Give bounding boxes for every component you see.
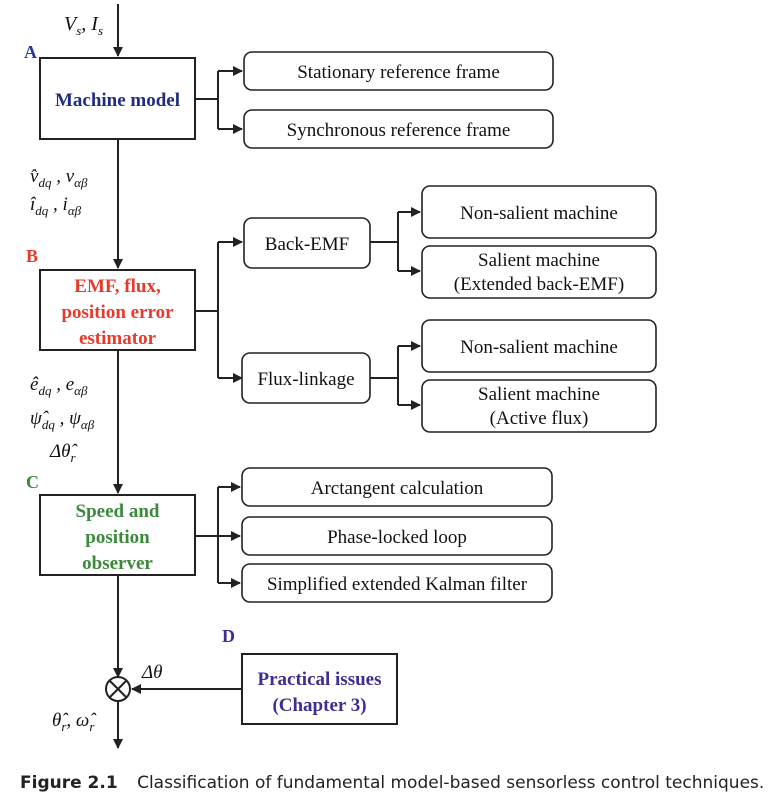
estimator-label-line-2: position error	[61, 302, 174, 323]
pll-box	[241, 516, 553, 556]
kalman-box	[241, 563, 553, 603]
flux-salient-label-line-2: (Active flux)	[490, 408, 589, 429]
estimator-label-line-3: estimator	[79, 328, 157, 349]
signal-e-estimate: êdq , eαβ	[30, 374, 88, 398]
kalman-label: Simplified extended Kalman filter	[267, 574, 528, 595]
figure-caption-label: Figure 2.1	[20, 773, 118, 793]
practical-issues-label-line-2: (Chapter 3)	[272, 695, 366, 716]
output-signal-label: θ̂r, ω̂r	[52, 710, 97, 734]
flux-salient-box	[421, 379, 657, 433]
flux-salient-label-line-1: Salient machine	[478, 384, 600, 405]
synchronous-frame-label: Synchronous reference frame	[287, 120, 511, 141]
block-c-branch-lines	[195, 482, 241, 588]
observer-box	[39, 494, 196, 576]
back-emf-box	[243, 217, 371, 269]
signal-v-estimate: v̂dq , vαβ	[30, 166, 88, 190]
signal-position-error: Δθ̂r	[49, 441, 78, 465]
arctangent-box	[241, 467, 553, 507]
main-flow-lines	[113, 4, 242, 749]
flux-non-salient-box	[421, 319, 657, 373]
estimator-box	[39, 269, 196, 351]
observer-label-line-3: observer	[82, 553, 153, 574]
machine-model-box	[39, 57, 196, 140]
flux-linkage-box	[241, 352, 371, 404]
stationary-frame-label: Stationary reference frame	[297, 62, 500, 83]
figure-caption: Figure 2.1 Classification of fundamental…	[20, 773, 764, 793]
back-emf-non-salient-label: Non-salient machine	[460, 203, 618, 224]
pll-label: Phase-locked loop	[327, 527, 467, 548]
block-b-branch-lines	[195, 207, 421, 410]
arctangent-label: Arctangent calculation	[311, 478, 484, 499]
back-emf-salient-label-line-1: Salient machine	[478, 250, 600, 271]
delta-theta-label: Δθ	[141, 662, 162, 683]
observer-label-line-2: position	[85, 527, 150, 548]
block-a-branch-lines	[195, 66, 243, 134]
summing-junction	[105, 676, 131, 702]
flux-non-salient-label: Non-salient machine	[460, 337, 618, 358]
block-d-letter: D	[222, 626, 235, 646]
block-b-letter: B	[26, 246, 38, 266]
back-emf-non-salient-box	[421, 185, 657, 239]
back-emf-salient-box	[421, 245, 657, 299]
back-emf-label: Back-EMF	[265, 234, 349, 255]
practical-issues-label-line-1: Practical issues	[257, 669, 381, 690]
synchronous-frame-box	[243, 109, 554, 149]
block-c-letter: C	[26, 472, 39, 492]
observer-label-line-1: Speed and	[76, 501, 160, 522]
stationary-frame-box	[243, 51, 554, 91]
signal-i-estimate: îdq , iαβ	[30, 194, 82, 218]
practical-issues-box	[241, 653, 398, 725]
machine-model-label: Machine model	[55, 90, 180, 111]
figure-caption-text: Classification of fundamental model-base…	[137, 773, 764, 793]
block-a-letter: A	[24, 42, 37, 62]
back-emf-salient-label-line-2: (Extended back-EMF)	[454, 274, 624, 295]
signal-psi-estimate: ψ̂dq , ψαβ	[30, 408, 95, 432]
estimator-label-line-1: EMF, flux,	[74, 276, 161, 297]
flux-linkage-label: Flux-linkage	[257, 369, 354, 390]
input-signal-label: Vs, Is	[64, 13, 103, 38]
